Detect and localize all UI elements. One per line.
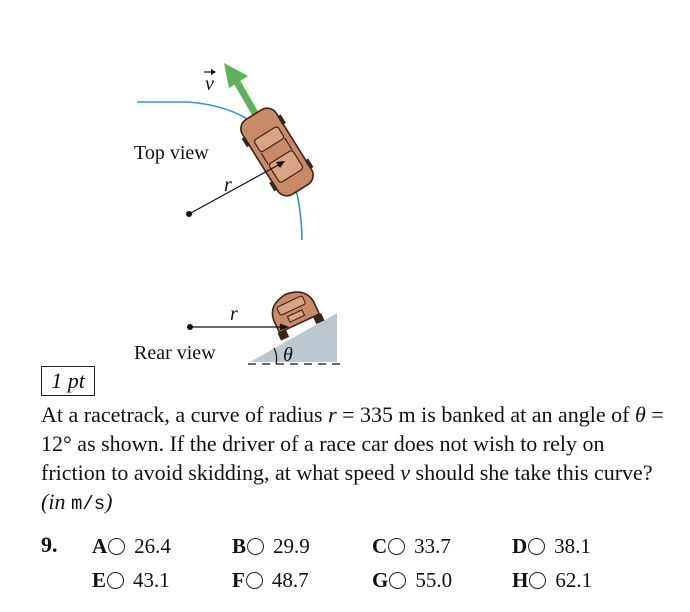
- choice-value: 55.0: [415, 567, 453, 592]
- choice-a[interactable]: A 26.4: [92, 531, 171, 561]
- var-theta: θ: [634, 402, 646, 427]
- question-number: 9.: [41, 532, 58, 557]
- radio-button[interactable]: [245, 571, 263, 589]
- choice-value: 29.9: [273, 533, 310, 558]
- banked-road: [250, 313, 337, 362]
- choice-value: 48.7: [271, 567, 309, 592]
- radio-button[interactable]: [528, 537, 546, 555]
- choice-b[interactable]: B 29.9: [232, 531, 310, 561]
- choice-value: 38.1: [554, 533, 591, 558]
- velocity-arrow: [224, 63, 260, 117]
- problem-text-2: = 335 m is banked at an angle of: [336, 402, 635, 427]
- radio-button[interactable]: [529, 571, 547, 589]
- problem-text-4: should she take this curve?: [410, 460, 653, 485]
- choice-c[interactable]: C 33.7: [372, 531, 451, 561]
- radio-button[interactable]: [389, 571, 407, 589]
- choice-value: 62.1: [555, 567, 593, 592]
- radius-label-top: r: [224, 174, 232, 196]
- radio-button[interactable]: [388, 537, 406, 555]
- physics-figure: v r Top view θ r Rear view: [134, 63, 340, 366]
- choice-letter: E: [92, 567, 107, 592]
- radius-line-top: [188, 162, 283, 215]
- var-r: r: [328, 402, 337, 427]
- choice-letter: F: [232, 567, 245, 592]
- problem-text-1: At a racetrack, a curve of radius: [41, 402, 329, 427]
- choice-letter: D: [512, 533, 528, 558]
- choice-g[interactable]: G 55.0: [372, 565, 452, 595]
- choice-f[interactable]: F 48.7: [232, 565, 309, 595]
- car-rear-view: [271, 291, 325, 341]
- choice-letter: A: [92, 533, 108, 558]
- choice-value: 43.1: [133, 567, 170, 592]
- angle-arc: [273, 347, 278, 365]
- var-v: v: [400, 460, 411, 485]
- velocity-label: v: [205, 73, 214, 95]
- rear-view-label: Rear view: [134, 342, 216, 364]
- choice-d[interactable]: D 38.1: [512, 531, 591, 561]
- choice-letter: G: [372, 567, 389, 592]
- car-top-view: [240, 107, 314, 197]
- choice-h[interactable]: H 62.1: [512, 565, 592, 595]
- radio-button[interactable]: [247, 537, 265, 555]
- choice-letter: H: [512, 567, 529, 592]
- radio-button[interactable]: [108, 537, 126, 555]
- radius-label-rear: r: [230, 303, 238, 325]
- units-open: (in: [41, 489, 71, 514]
- points-box: 1 pt: [41, 366, 95, 396]
- radio-button[interactable]: [107, 571, 125, 589]
- choice-letter: C: [372, 533, 388, 558]
- top-view-label: Top view: [134, 142, 209, 164]
- choice-value: 33.7: [414, 533, 451, 558]
- problem-text-3: = 12° as shown. If the driver of a race …: [41, 402, 664, 485]
- units: m/s: [70, 493, 106, 515]
- problem-text: At a racetrack, a curve of radius r = 33…: [41, 400, 667, 519]
- choice-value: 26.4: [134, 533, 171, 558]
- choice-e[interactable]: E 43.1: [92, 565, 170, 595]
- angle-label: θ: [283, 344, 293, 366]
- choice-letter: B: [232, 533, 247, 558]
- units-close: ): [105, 489, 113, 514]
